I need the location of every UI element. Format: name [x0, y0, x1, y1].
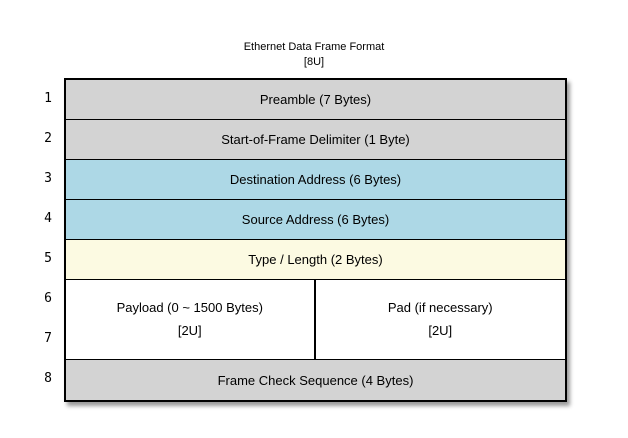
row-frame-check-sequence-label: Frame Check Sequence (4 Bytes)	[217, 372, 414, 388]
row-number-7: 7	[44, 330, 52, 346]
row-number-2: 2	[44, 130, 52, 146]
diagram-title: Ethernet Data Frame Format [8U]	[0, 40, 628, 70]
row-number-4: 4	[44, 210, 52, 226]
row-destination-address-label: Destination Address (6 Bytes)	[229, 172, 402, 187]
pad-cell-label: Pad (if necessary)	[387, 300, 493, 315]
row-source-address: Source Address (6 Bytes)	[66, 200, 565, 240]
diagram-title-unit: [8U]	[303, 56, 325, 68]
row-sfd-label: Start-of-Frame Delimiter (1 Byte)	[221, 132, 410, 147]
payload-cell: Payload (0 ~ 1500 Bytes) [2U]	[66, 280, 316, 359]
row-number-3: 3	[44, 170, 52, 186]
row-number-8: 8	[44, 370, 52, 386]
row-payload-pad: Payload (0 ~ 1500 Bytes) [2U] Pad (if ne…	[66, 280, 565, 360]
row-number-6: 6	[44, 290, 52, 306]
row-preamble: Preamble (7 Bytes)	[66, 80, 565, 120]
payload-cell-unit: [2U]	[177, 323, 202, 338]
row-sfd: Start-of-Frame Delimiter (1 Byte)	[66, 120, 565, 160]
row-number-5: 5	[44, 250, 52, 266]
row-number-column: 1 2 3 4 5 6 7 8	[0, 78, 52, 398]
row-destination-address: Destination Address (6 Bytes)	[66, 160, 565, 200]
payload-cell-label: Payload (0 ~ 1500 Bytes)	[116, 300, 263, 315]
frame-format-table: Preamble (7 Bytes) Start-of-Frame Delimi…	[64, 78, 567, 402]
row-type-length: Type / Length (2 Bytes)	[66, 240, 565, 280]
row-source-address-label: Source Address (6 Bytes)	[241, 212, 390, 227]
row-type-length-label: Type / Length (2 Bytes)	[248, 252, 383, 267]
row-frame-check-sequence: Frame Check Sequence (4 Bytes)	[66, 360, 565, 400]
row-number-1: 1	[44, 90, 52, 106]
diagram-title-text: Ethernet Data Frame Format	[243, 41, 385, 53]
pad-cell: Pad (if necessary) [2U]	[316, 280, 566, 359]
row-preamble-label: Preamble (7 Bytes)	[259, 92, 372, 107]
pad-cell-unit: [2U]	[428, 323, 453, 338]
